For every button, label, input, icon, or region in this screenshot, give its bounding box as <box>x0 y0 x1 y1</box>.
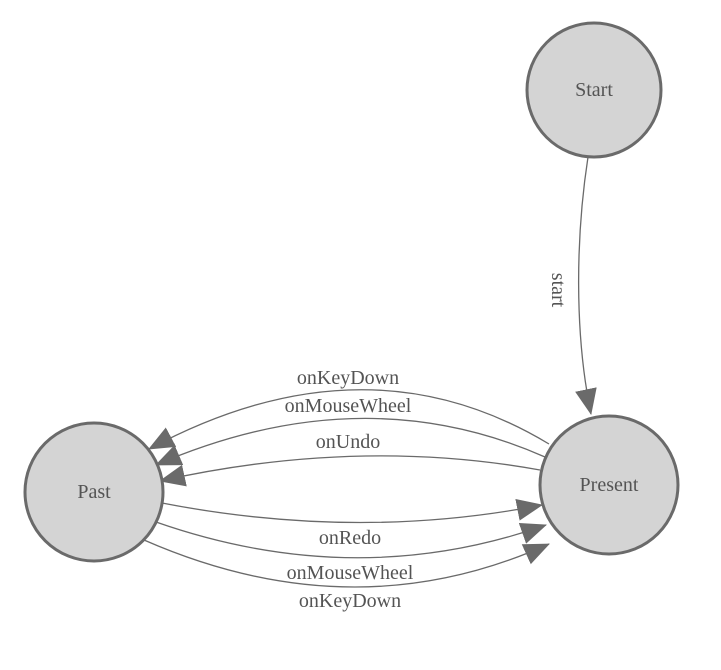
edge-label-start: start <box>547 273 569 308</box>
node-present-label: Present <box>580 474 639 496</box>
edge-present-to-past-mousewheel[interactable] <box>155 417 546 466</box>
node-start[interactable]: Start <box>525 21 663 159</box>
node-present-circle[interactable] <box>538 414 680 556</box>
node-past-circle[interactable] <box>23 421 165 563</box>
edge-past-to-present-redo[interactable] <box>161 498 543 524</box>
edge-label-onkeydown-bottom: onKeyDown <box>299 590 401 612</box>
edge-label-onkeydown-top: onKeyDown <box>297 367 399 389</box>
edge-label-onredo: onRedo <box>319 527 381 549</box>
edge-start-to-present[interactable] <box>575 156 597 415</box>
node-past[interactable]: Past <box>23 421 165 563</box>
edge-label-onmousewheel-bottom: onMouseWheel <box>287 562 414 584</box>
edge-past-to-present-mousewheel[interactable] <box>155 521 547 559</box>
edge-group <box>143 156 597 588</box>
edge-label-onundo: onUndo <box>316 431 380 453</box>
edge-past-to-present-keydown[interactable] <box>143 539 550 588</box>
edge-label-onmousewheel-top: onMouseWheel <box>285 395 412 417</box>
edge-present-to-past-undo[interactable] <box>159 455 541 487</box>
node-present[interactable]: Present <box>538 414 680 556</box>
node-start-label: Start <box>575 79 613 101</box>
node-past-label: Past <box>77 481 111 503</box>
edge-present-to-past-keydown[interactable] <box>148 389 550 450</box>
edge-label-group: start onKeyDown onMouseWheel onUndo onRe… <box>285 273 569 612</box>
node-start-circle[interactable] <box>525 21 663 159</box>
